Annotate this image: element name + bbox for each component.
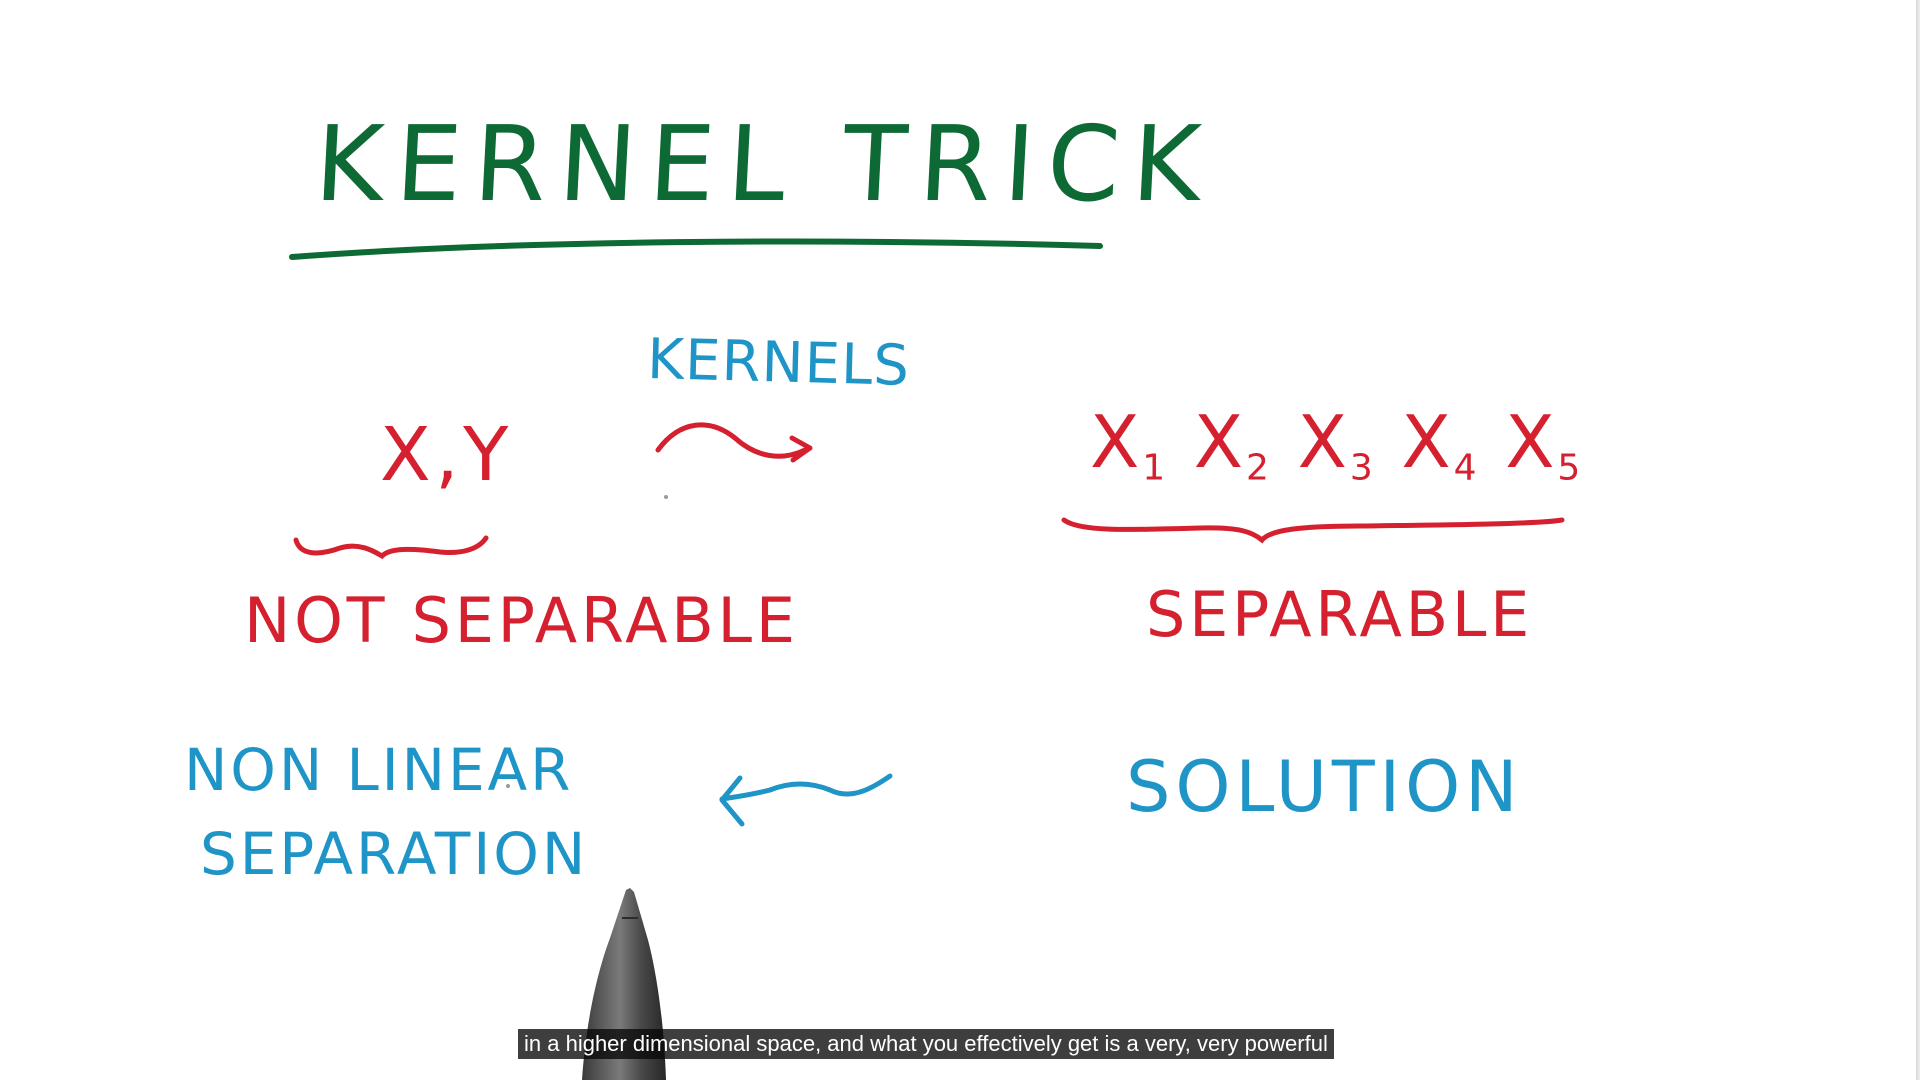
kernels-arrowhead <box>789 435 813 463</box>
left-input-label: X,Y <box>380 412 513 498</box>
solution-arrow <box>719 773 893 802</box>
feature-x5: X5 <box>1505 400 1584 489</box>
feature-x3: X3 <box>1297 400 1376 489</box>
separable-label: SEPARABLE <box>1146 578 1534 651</box>
frame-edge <box>1916 0 1920 1080</box>
kernels-arrow <box>655 422 808 459</box>
caption-text: in a higher dimensional space, and what … <box>524 1031 1328 1056</box>
feature-x4: X4 <box>1401 400 1480 489</box>
title-underline <box>289 238 1103 260</box>
right-brace <box>1061 517 1565 544</box>
left-brace <box>293 535 489 560</box>
feature-x1: X1 <box>1090 400 1169 489</box>
solution-label: SOLUTION <box>1126 746 1523 828</box>
solution-arrowhead <box>719 775 745 827</box>
nonlinear-line-1: NON LINEAR <box>184 736 574 804</box>
feature-x2: X2 <box>1193 400 1272 489</box>
not-separable-label: NOT SEPARABLE <box>244 584 799 657</box>
marker-dot <box>506 784 510 788</box>
caption-bar: in a higher dimensional space, and what … <box>518 1029 1334 1059</box>
kernels-label: KERNELS <box>646 327 911 399</box>
marker-dot <box>664 495 668 499</box>
title-text: KERNEL TRICK <box>312 103 1217 225</box>
nonlinear-line-2: SEPARATION <box>200 820 589 889</box>
right-features-label: X1 X2 X3 X4 X5 <box>1090 406 1583 487</box>
nonlinear-separation-label: NON LINEAR SEPARATION <box>184 728 588 896</box>
